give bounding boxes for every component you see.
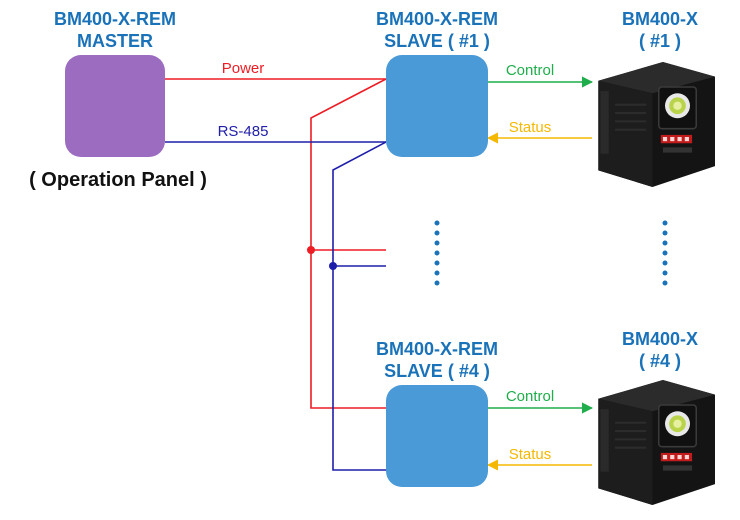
control-label-4: Control xyxy=(506,388,554,405)
control-label-1: Control xyxy=(506,62,554,79)
rs485-label: RS-485 xyxy=(218,123,269,140)
master-unit xyxy=(65,55,165,157)
power-label: Power xyxy=(222,60,265,77)
master-caption: ( Operation Panel ) xyxy=(29,169,207,191)
slave1-title-line2: SLAVE ( #1 ) xyxy=(384,31,490,51)
slave4-title-line2: SLAVE ( #4 ) xyxy=(384,361,490,381)
slave-unit-1 xyxy=(386,55,488,157)
status-label-4: Status xyxy=(509,446,552,463)
power-junction xyxy=(307,246,315,254)
device-1-image xyxy=(597,62,715,187)
rs485-wiring xyxy=(165,141,387,471)
device1-title-line1: BM400-X xyxy=(622,9,698,29)
status-label-1: Status xyxy=(509,119,552,136)
rs485-junction xyxy=(329,262,337,270)
power-wiring xyxy=(165,78,387,409)
master-title-line1: BM400-X-REM xyxy=(54,9,176,29)
slave4-title-line1: BM400-X-REM xyxy=(376,339,498,359)
master-title-line2: MASTER xyxy=(77,31,153,51)
device1-title-line2: ( #1 ) xyxy=(639,31,681,51)
device4-title-line2: ( #4 ) xyxy=(639,351,681,371)
device-4-image xyxy=(597,380,715,505)
slave1-title-line1: BM400-X-REM xyxy=(376,9,498,29)
slave-unit-4 xyxy=(386,385,488,487)
continuation-dots-slaves xyxy=(434,220,440,286)
device4-title-line1: BM400-X xyxy=(622,329,698,349)
continuation-dots-devices xyxy=(662,220,668,286)
